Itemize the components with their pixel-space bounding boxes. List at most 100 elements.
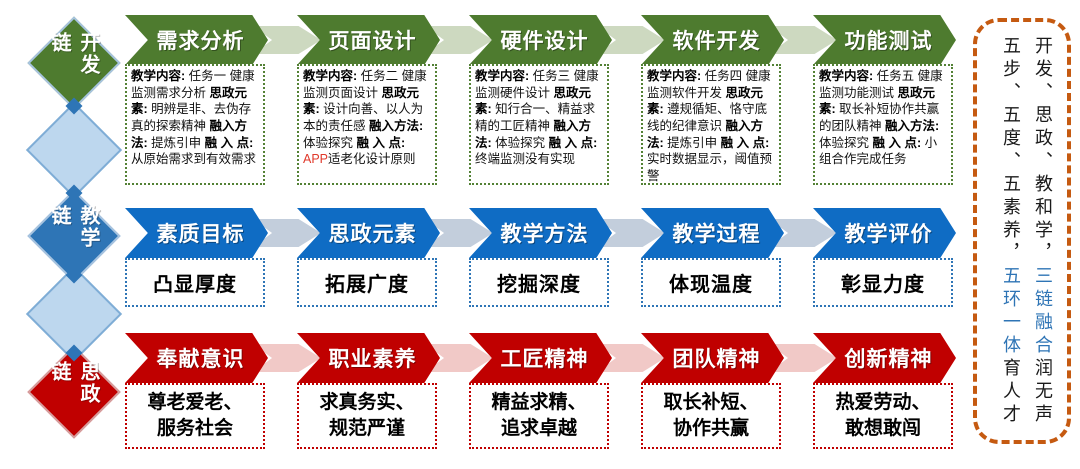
content-text: 任务二 健康监测页面设计: [303, 69, 427, 100]
ideo-value-box: 尊老爱老、服务社会: [125, 383, 265, 449]
teach-step-title: 思政元素: [328, 223, 417, 246]
teach-step-banner: 素质目标: [125, 208, 268, 258]
ideo-value-box: 取长补短、协作共赢: [641, 383, 781, 449]
ideo-value-box: 精益求精、追求卓越: [469, 383, 609, 449]
content-text: 任务五 健康监测功能测试: [819, 69, 943, 100]
ideo-value-line: 取长补短、: [663, 392, 759, 414]
ideo-value-line: 敢想敢闯: [844, 418, 921, 439]
summary-highlight: 五环一体: [1000, 265, 1021, 358]
ideo-value-line: 精益求精、: [491, 392, 587, 414]
content-label: 教学内容:: [647, 69, 702, 83]
dev-step-banner: 软件开发: [641, 15, 784, 65]
element-text: 遵规循矩、恪守底线的纪律意识: [647, 102, 768, 133]
point-label: 融 入 点:: [872, 135, 922, 150]
element-label: 思政元素:: [647, 85, 764, 117]
dev-step-title: 需求分析: [156, 30, 245, 53]
dev-step-title: 软件开发: [672, 30, 761, 53]
ideo-step-banner: 职业素养: [297, 333, 440, 383]
method-text: 体验探究: [491, 135, 546, 150]
teach-step-title: 教学方法: [500, 223, 589, 246]
ideo-step-banner: 奉献意识: [125, 333, 268, 383]
teach-degree-box: 凸显厚度: [125, 258, 265, 307]
teach-step-title: 教学评价: [844, 223, 933, 246]
ideo-value-line: 协作共赢: [672, 418, 749, 439]
method-label: 融入方法:: [647, 118, 764, 150]
ideo-value-line: 热爱劳动、: [835, 392, 931, 414]
method-text: 提炼引申: [663, 135, 718, 150]
content-label: 教学内容:: [131, 69, 186, 83]
dev-chain-label: 开发链: [48, 32, 99, 76]
summary-panel: 开发、思政、教和学，三链融合润无声 五步、五度、五素养，五环一体育人才: [973, 18, 1071, 444]
content-text: 任务一 健康监测需求分析: [131, 69, 255, 100]
ideo-value-box: 热爱劳动、敢想敢闯: [813, 383, 953, 449]
ideo-step-banner: 团队精神: [641, 333, 784, 383]
ideo-value-box: 求真务实、规范严谨: [297, 383, 437, 449]
content-label: 教学内容:: [475, 69, 530, 83]
content-text: 任务四 健康监测软件开发: [647, 69, 771, 100]
teach-degree-box: 彰显力度: [813, 258, 953, 307]
dev-step-title: 页面设计: [328, 30, 417, 53]
ideo-step-title: 团队精神: [672, 348, 761, 371]
point-label: 融 入 点:: [356, 135, 406, 150]
dev-step-title: 硬件设计: [500, 30, 589, 53]
ideo-value-line: 规范严谨: [328, 418, 405, 439]
element-text: 取长补短协作共赢的团队精神: [819, 102, 940, 133]
teach-step-title: 教学过程: [672, 223, 761, 246]
point-text: 小组合作完成任务: [819, 135, 938, 167]
point-label: 融 入 点:: [720, 135, 770, 150]
method-text: 体验探究: [819, 135, 870, 150]
summary-text: 育人才: [1000, 357, 1021, 427]
teach-chain-label: 教学链: [48, 205, 99, 249]
element-text: 明辨是非、去伪存真的探索精神: [131, 102, 252, 133]
point-label: 融 入 点:: [548, 135, 598, 150]
summary-text: 润无声: [1032, 357, 1053, 427]
dev-step-banner: 需求分析: [125, 15, 268, 65]
ideo-step-title: 工匠精神: [500, 348, 589, 371]
ideo-step-banner: 工匠精神: [469, 333, 612, 383]
summary-text: 开发、思政、教和学，: [1032, 35, 1053, 266]
dev-step-banner: 功能测试: [813, 15, 956, 65]
dev-step-note: 教学内容: 任务一 健康监测需求分析 思政元素: 明辨是非、去伪存真的探索精神 …: [125, 64, 265, 185]
teach-degree-box: 拓展广度: [297, 258, 437, 307]
dev-chain-diamond: 开发链: [27, 16, 121, 110]
point-label: 融 入 点:: [204, 135, 254, 150]
method-label: 融入方法:: [369, 118, 424, 133]
method-label: 融入方法:: [131, 118, 248, 150]
ideo-value-line: 服务社会: [156, 418, 233, 439]
content-label: 教学内容:: [303, 69, 358, 83]
element-text: 知行合一、精益求精的工匠精神: [475, 102, 596, 133]
content-label: 教学内容:: [819, 69, 874, 83]
point-text: 从原始需求到有效需求: [131, 152, 257, 167]
point-highlight: APP: [303, 152, 329, 167]
summary-highlight: 三链融合: [1032, 265, 1053, 358]
ideo-step-title: 创新精神: [844, 348, 933, 371]
dev-step-note: 教学内容: 任务二 健康监测页面设计 思政元素: 设计向善、以人为本的责任感 融…: [297, 64, 437, 185]
point-text: 适老化设计原则: [328, 152, 416, 167]
teach-step-title: 素质目标: [156, 223, 245, 246]
teach-step-banner: 思政元素: [297, 208, 440, 258]
dev-step-note: 教学内容: 任务五 健康监测功能测试 思政元素: 取长补短协作共赢的团队精神 融…: [813, 64, 953, 185]
point-text: 终端监测没有实现: [475, 152, 576, 167]
ideo-step-banner: 创新精神: [813, 333, 956, 383]
dev-step-title: 功能测试: [844, 30, 933, 53]
ideo-value-line: 求真务实、: [319, 392, 415, 414]
teach-step-banner: 教学过程: [641, 208, 784, 258]
teach-step-banner: 教学评价: [813, 208, 956, 258]
ideo-value-line: 追求卓越: [500, 418, 577, 439]
element-label: 思政元素:: [819, 85, 936, 117]
teach-degree-box: 挖掘深度: [469, 258, 609, 307]
element-text: 设计向善、以人为本的责任感: [303, 102, 424, 133]
summary-column-2: 五步、五度、五素养，五环一体育人才: [997, 30, 1023, 432]
element-label: 思政元素:: [303, 85, 420, 117]
teach-step-banner: 教学方法: [469, 208, 612, 258]
dev-step-banner: 硬件设计: [469, 15, 612, 65]
ideo-chain-label: 思政链: [48, 361, 99, 405]
summary-text: 五步、五度、五素养，: [1000, 35, 1021, 266]
point-text: 实时数据显示，阈值预警: [647, 152, 773, 183]
element-label: 思政元素:: [475, 85, 592, 117]
method-text: 体验探究: [303, 135, 354, 150]
teach-degree-box: 体现温度: [641, 258, 781, 307]
ideo-step-title: 职业素养: [328, 348, 417, 371]
method-label: 融入方法:: [885, 118, 940, 133]
